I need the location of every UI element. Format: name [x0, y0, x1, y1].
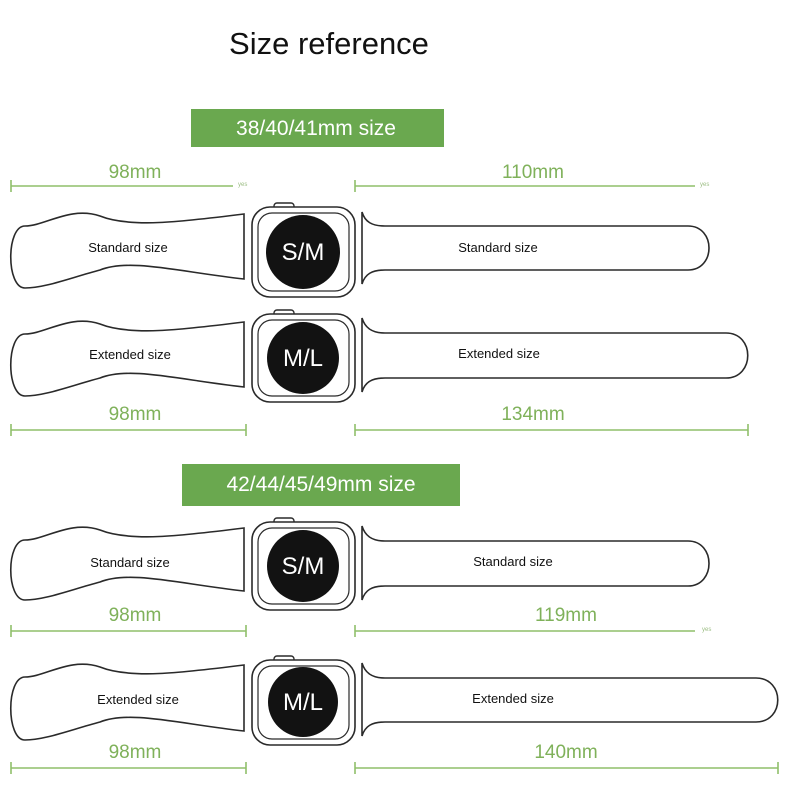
group-label: 38/40/41mm size — [236, 117, 396, 140]
left-band-label: Standard size — [88, 240, 168, 255]
group-label: 42/44/45/49mm size — [226, 473, 415, 496]
right-band — [361, 662, 779, 737]
left-band — [9, 526, 245, 601]
right-dimension: 140mm — [534, 742, 597, 763]
note-text: yes — [700, 182, 709, 188]
watch-face — [266, 215, 340, 289]
note-text: yes — [238, 182, 247, 188]
left-band — [10, 663, 245, 741]
right-dimension: 134mm — [501, 404, 564, 425]
right-band — [361, 525, 710, 601]
left-band — [9, 212, 245, 289]
watch-face-label: M/L — [283, 689, 323, 716]
group-label-badge — [191, 109, 444, 147]
right-band-label: Standard size — [473, 554, 553, 569]
watch-face — [268, 667, 338, 737]
watch-face — [267, 530, 339, 602]
right-band — [361, 211, 710, 285]
right-band-label: Extended size — [472, 691, 554, 706]
watch-face-label: S/M — [282, 239, 325, 266]
right-dimension: 110mm — [502, 162, 564, 183]
right-dimension: 119mm — [535, 605, 597, 626]
group-label-badge — [182, 464, 460, 506]
watch-face — [267, 322, 339, 394]
left-band-label: Standard size — [90, 555, 170, 570]
note-text: yes — [702, 627, 711, 633]
right-band-label: Extended size — [458, 346, 540, 361]
left-band-label: Extended size — [97, 692, 179, 707]
right-band — [361, 317, 749, 393]
left-band-label: Extended size — [89, 347, 171, 362]
right-band-label: Standard size — [458, 240, 538, 255]
left-dimension: 98mm — [109, 605, 162, 626]
left-dimension: 98mm — [109, 162, 162, 183]
page-title: Size reference — [229, 26, 429, 61]
left-dimension: 98mm — [109, 742, 162, 763]
watch-face-label: S/M — [282, 553, 325, 580]
watch-face-label: M/L — [283, 345, 323, 372]
left-dimension: 98mm — [109, 404, 162, 425]
left-band — [9, 320, 245, 397]
